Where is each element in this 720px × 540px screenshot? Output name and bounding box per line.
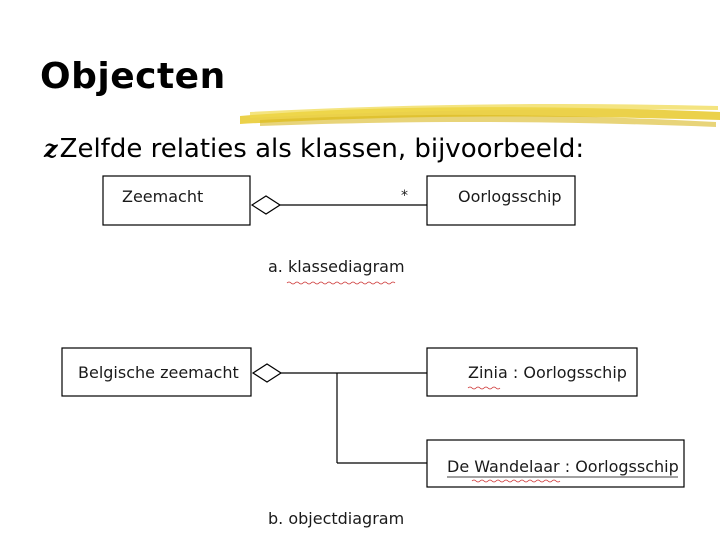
object-box-de-wandelaar bbox=[426, 439, 685, 488]
title-underline-swoosh bbox=[240, 104, 720, 127]
object-label-de-wandelaar: De Wandelaar : Oorlogsschip bbox=[447, 457, 679, 476]
object-box-zinia bbox=[426, 347, 638, 397]
caption-klassediagram: a. klassediagram bbox=[268, 257, 405, 276]
object-box-belgische-zeemacht bbox=[61, 347, 252, 397]
class-box-oorlogsschip bbox=[426, 175, 576, 226]
slide-title: Objecten bbox=[40, 56, 226, 97]
object-label-belgische-zeemacht: Belgische zeemacht bbox=[78, 363, 239, 382]
class-box-zeemacht bbox=[102, 175, 251, 226]
spellcheck-squiggle-a bbox=[286, 281, 396, 285]
class-label-zeemacht: Zeemacht bbox=[122, 187, 203, 206]
aggregation-diamond-b bbox=[251, 363, 283, 383]
spellcheck-squiggle-zinia bbox=[467, 386, 501, 390]
object-label-zinia: Zinia : Oorlogsschip bbox=[468, 363, 627, 382]
bullet-text: Zelfde relaties als klassen, bijvoorbeel… bbox=[59, 134, 585, 164]
class-label-oorlogsschip: Oorlogsschip bbox=[458, 187, 562, 206]
bullet-item: zZelfde relaties als klassen, bijvoorbee… bbox=[44, 134, 584, 164]
multiplicity-label: * bbox=[401, 188, 408, 204]
spellcheck-squiggle-wandelaar bbox=[471, 479, 561, 483]
bullet-glyph: z bbox=[44, 134, 58, 163]
caption-objectdiagram: b. objectdiagram bbox=[268, 509, 404, 528]
aggregation-diamond-a bbox=[250, 195, 282, 215]
